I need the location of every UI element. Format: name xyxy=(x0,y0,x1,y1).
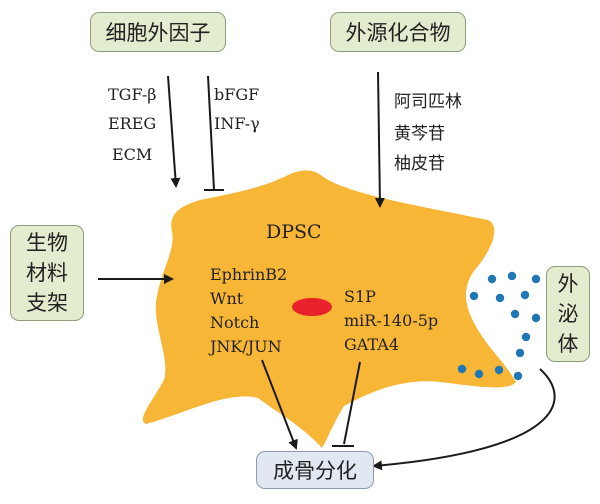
exogenous-compounds-label: 外源化合物 xyxy=(345,21,451,45)
extracellular-factors-box: 细胞外因子 xyxy=(90,12,226,52)
exosome-dot xyxy=(513,371,523,381)
exosome-dot xyxy=(510,309,520,319)
exosome-dot xyxy=(469,291,479,301)
inhibiting-pathway-label: S1P xyxy=(344,287,376,306)
extracellular-factors-label: 细胞外因子 xyxy=(105,21,211,45)
exosome-label-line: 外 xyxy=(557,272,579,296)
arrow-compounds-into-cell xyxy=(374,71,385,208)
cell-label: DPSC xyxy=(266,221,322,243)
osteogenic-differentiation-box: 成骨分化 xyxy=(256,451,374,489)
osteogenic-label: 成骨分化 xyxy=(273,459,357,483)
promoting-pathway-label: Wnt xyxy=(210,289,244,308)
scaffold-label-line: 支架 xyxy=(26,291,68,315)
promoting-pathway-label: JNK/JUN xyxy=(210,337,282,356)
exosome-dot xyxy=(515,348,525,358)
exosome-dot xyxy=(531,274,541,284)
exosome-label-line: 体 xyxy=(557,332,579,356)
exosome-dot xyxy=(457,364,467,374)
arrow-exosome-osteogenic xyxy=(372,368,556,471)
exosome-dot xyxy=(507,271,517,281)
promoting-factor-label: ECM xyxy=(112,145,153,164)
arrow-promote-into-cell xyxy=(167,75,181,188)
exosome-dots xyxy=(457,271,541,381)
exogenous-compounds-box: 外源化合物 xyxy=(330,12,466,52)
compound-label: 阿司匹林 xyxy=(394,92,462,112)
scaffold-label-line: 生物 xyxy=(26,231,68,255)
arrow-promote-osteogenic xyxy=(261,359,298,450)
compound-label: 柚皮苷 xyxy=(394,154,445,174)
inhibiting-pathway-label: GATA4 xyxy=(344,335,399,354)
nucleus xyxy=(292,298,332,316)
exosome-dot xyxy=(521,332,531,342)
scaffold-label-line: 材料 xyxy=(26,261,68,285)
promoting-factor-label: TGF-β xyxy=(108,85,157,104)
inhibiting-pathway-label: miR-140-5p xyxy=(344,311,439,330)
exosome-dot xyxy=(495,293,505,303)
exosome-box: 外 泌 体 xyxy=(546,266,590,362)
exosome-dot xyxy=(494,365,504,375)
exosome-dot xyxy=(487,274,497,284)
promoting-factor-label: EREG xyxy=(108,114,157,133)
inhibiting-factor-label: INF-γ xyxy=(214,114,260,133)
exosome-dot xyxy=(531,313,541,323)
line-inhibit-osteogenic xyxy=(343,361,361,445)
promoting-pathway-label: Notch xyxy=(210,313,260,332)
exosome-dot xyxy=(474,369,484,379)
exosome-dot xyxy=(520,290,530,300)
compound-label: 黄芩苷 xyxy=(394,124,445,144)
promoting-pathway-label: EphrinB2 xyxy=(210,265,288,284)
biomaterial-scaffold-box: 生物 材料 支架 xyxy=(10,225,84,321)
line-inhibit-into-cell xyxy=(207,75,215,191)
inhibiting-factor-label: bFGF xyxy=(214,85,260,104)
exosome-label-line: 泌 xyxy=(557,302,579,326)
